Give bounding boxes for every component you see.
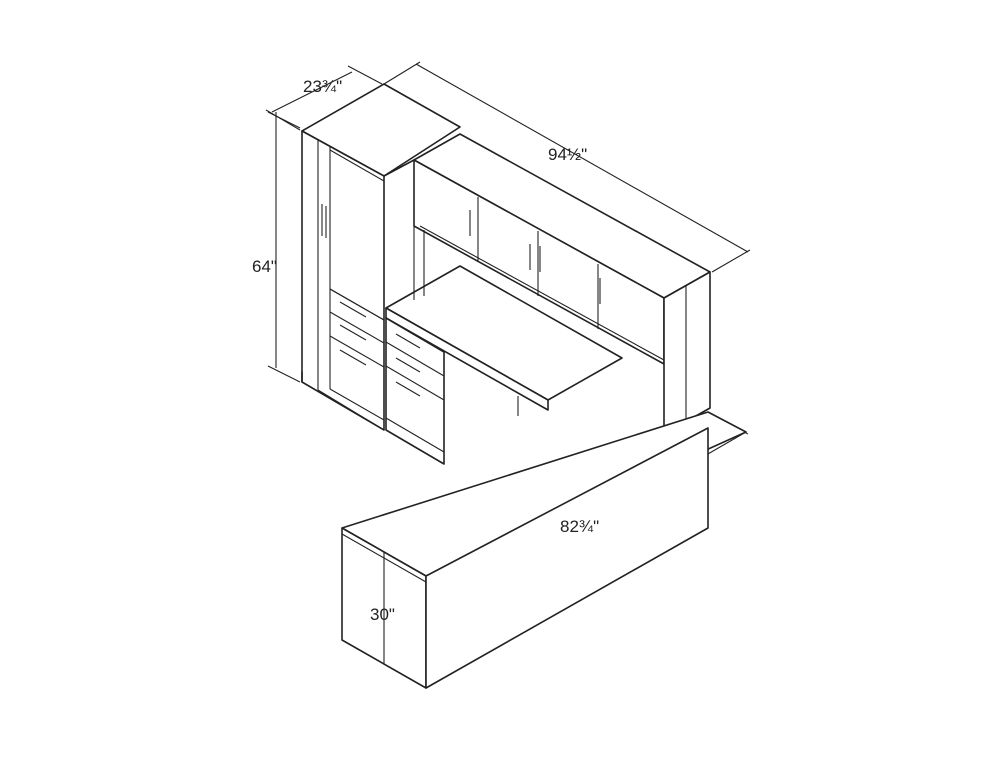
storage-tower bbox=[301, 83, 461, 431]
label-width-hutch: 94½" bbox=[548, 145, 587, 164]
label-width-return: 82¾" bbox=[560, 517, 599, 536]
label-height-desk: 30" bbox=[370, 605, 395, 624]
label-depth: 23¾" bbox=[303, 77, 342, 96]
label-height-tower: 64" bbox=[252, 257, 277, 276]
dimension-labels: 23¾" 94½" 64" 82¾" 30" bbox=[252, 77, 599, 624]
desk bbox=[385, 226, 623, 465]
hutch bbox=[413, 133, 711, 435]
return-desk bbox=[341, 411, 747, 689]
